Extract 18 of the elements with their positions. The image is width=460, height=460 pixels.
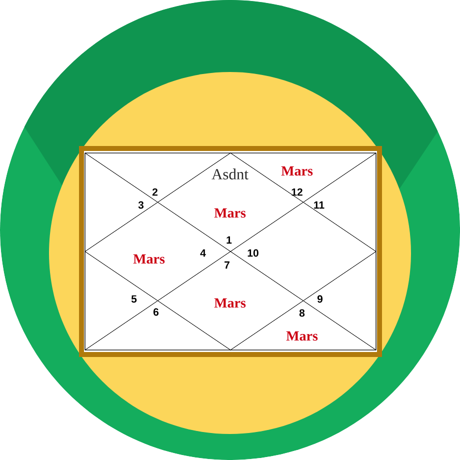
planet-label: Mars xyxy=(133,254,165,264)
house-number: 7 xyxy=(224,261,230,269)
house-number: 12 xyxy=(292,188,302,196)
planet-label: Mars xyxy=(286,331,318,341)
house-number: 9 xyxy=(317,295,323,303)
planet-label: Mars xyxy=(214,208,246,218)
house-number: 5 xyxy=(131,295,137,303)
house-number: 4 xyxy=(200,249,206,257)
planet-label: Mars xyxy=(281,166,313,176)
house-number: 11 xyxy=(314,201,324,209)
house-number: 3 xyxy=(138,201,144,209)
house-number: 1 xyxy=(226,236,232,244)
house-number: 10 xyxy=(248,249,258,257)
house-number: 2 xyxy=(152,188,158,196)
ascendant-label: Asdnt xyxy=(212,168,248,180)
planet-label: Mars xyxy=(214,298,246,308)
house-number: 6 xyxy=(153,308,159,316)
house-number: 8 xyxy=(299,309,305,317)
